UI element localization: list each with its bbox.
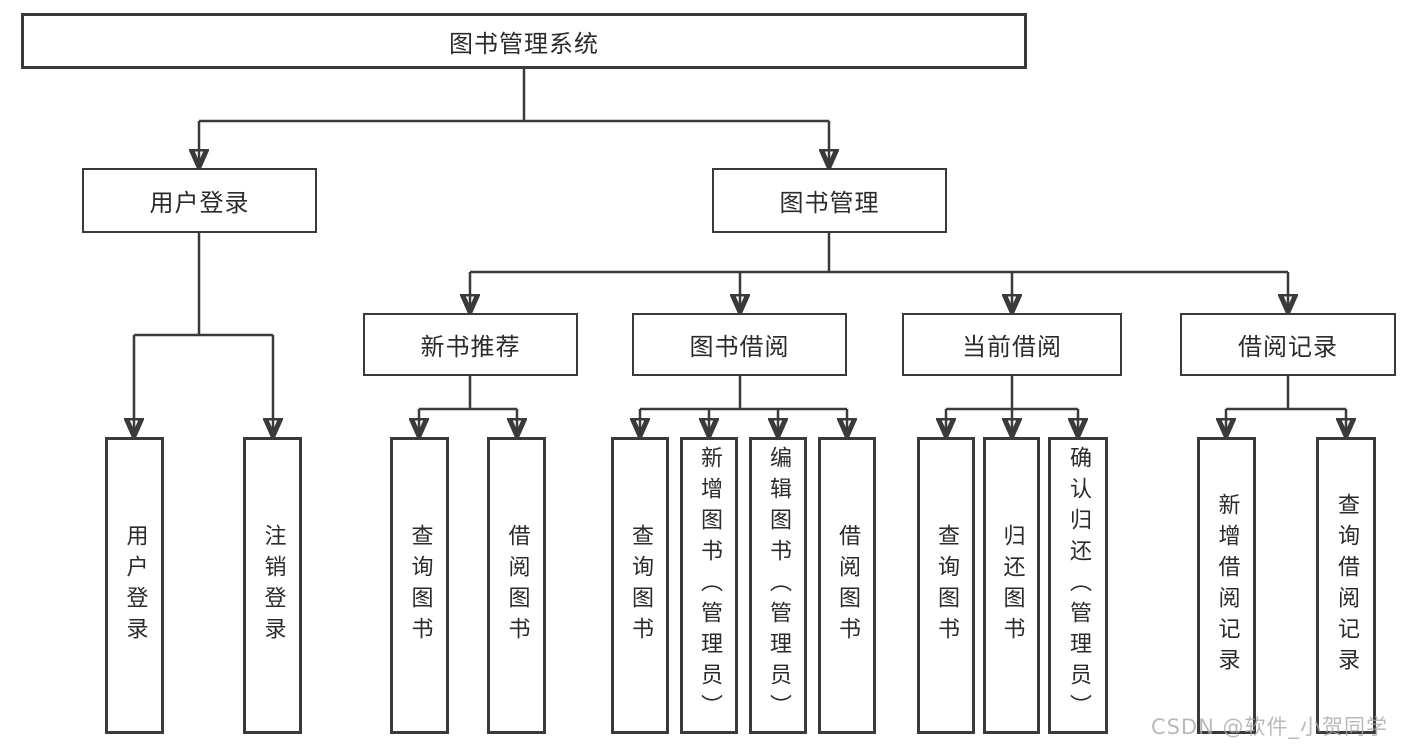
node-cb-query-book: 查询图书 — [917, 437, 975, 734]
node-cb-return-book-label: 归还图书 — [999, 523, 1025, 648]
node-new-book-recommend-label: 新书推荐 — [420, 333, 521, 361]
connector-book-borrow-stem — [640, 376, 847, 411]
node-nbr-query-book: 查询图书 — [390, 437, 449, 734]
node-bb-add-book-admin: 新增图书（管理员） — [680, 437, 738, 734]
connector-borrow-record-stem — [1226, 376, 1346, 411]
node-br-add-record: 新增借阅记录 — [1197, 437, 1256, 734]
connector-current-borrow-stem — [946, 376, 1078, 411]
node-cb-query-book-label: 查询图书 — [934, 523, 959, 648]
node-bb-query-book-label: 查询图书 — [628, 523, 653, 648]
node-nbr-query-book-label: 查询图书 — [407, 523, 433, 648]
node-new-book-recommend: 新书推荐 — [363, 313, 578, 376]
node-library-management-system-label: 图书管理系统 — [449, 29, 599, 58]
node-br-query-record: 查询借阅记录 — [1316, 437, 1376, 734]
node-current-borrow: 当前借阅 — [902, 313, 1122, 376]
node-nbr-borrow-book-label: 借阅图书 — [504, 523, 530, 648]
node-user-login-label: 用户登录 — [149, 189, 250, 217]
connector-book-management-stem — [470, 233, 1288, 274]
node-br-query-record-label: 查询借阅记录 — [1334, 492, 1359, 679]
node-logout-action-label: 注销登录 — [260, 523, 286, 648]
node-book-borrow-label: 图书借阅 — [689, 333, 790, 361]
node-bb-query-book: 查询图书 — [611, 437, 669, 734]
node-br-add-record-label: 新增借阅记录 — [1214, 492, 1240, 679]
connector-root-stem — [199, 69, 829, 123]
node-library-management-system: 图书管理系统 — [21, 13, 1027, 69]
node-cb-return-book: 归还图书 — [983, 437, 1040, 734]
node-bb-borrow-book-label: 借阅图书 — [835, 523, 860, 648]
node-book-borrow: 图书借阅 — [632, 313, 847, 376]
connector-user-login-stem — [134, 233, 273, 337]
node-logout-action: 注销登录 — [243, 437, 302, 734]
node-current-borrow-label: 当前借阅 — [962, 333, 1062, 361]
connector-new-book-recommend-stem — [419, 376, 517, 411]
node-bb-edit-book-admin: 编辑图书（管理员） — [749, 437, 807, 734]
node-user-login-action: 用户登录 — [105, 437, 164, 734]
node-cb-confirm-return-admin: 确认归还（管理员） — [1048, 437, 1108, 734]
node-user-login: 用户登录 — [82, 168, 317, 233]
csdn-watermark: CSDN @软件_小贺同学 — [1150, 715, 1388, 739]
node-borrow-record-label: 借阅记录 — [1238, 333, 1338, 361]
node-book-management: 图书管理 — [712, 168, 947, 233]
node-book-management-label: 图书管理 — [779, 189, 880, 217]
node-borrow-record: 借阅记录 — [1180, 313, 1396, 376]
node-bb-edit-book-admin-label: 编辑图书（管理员） — [766, 446, 791, 725]
node-user-login-action-label: 用户登录 — [122, 523, 148, 648]
node-cb-confirm-return-admin-label: 确认归还（管理员） — [1066, 446, 1091, 725]
node-bb-borrow-book: 借阅图书 — [818, 437, 876, 734]
node-nbr-borrow-book: 借阅图书 — [487, 437, 546, 734]
node-bb-add-book-admin-label: 新增图书（管理员） — [697, 446, 722, 725]
